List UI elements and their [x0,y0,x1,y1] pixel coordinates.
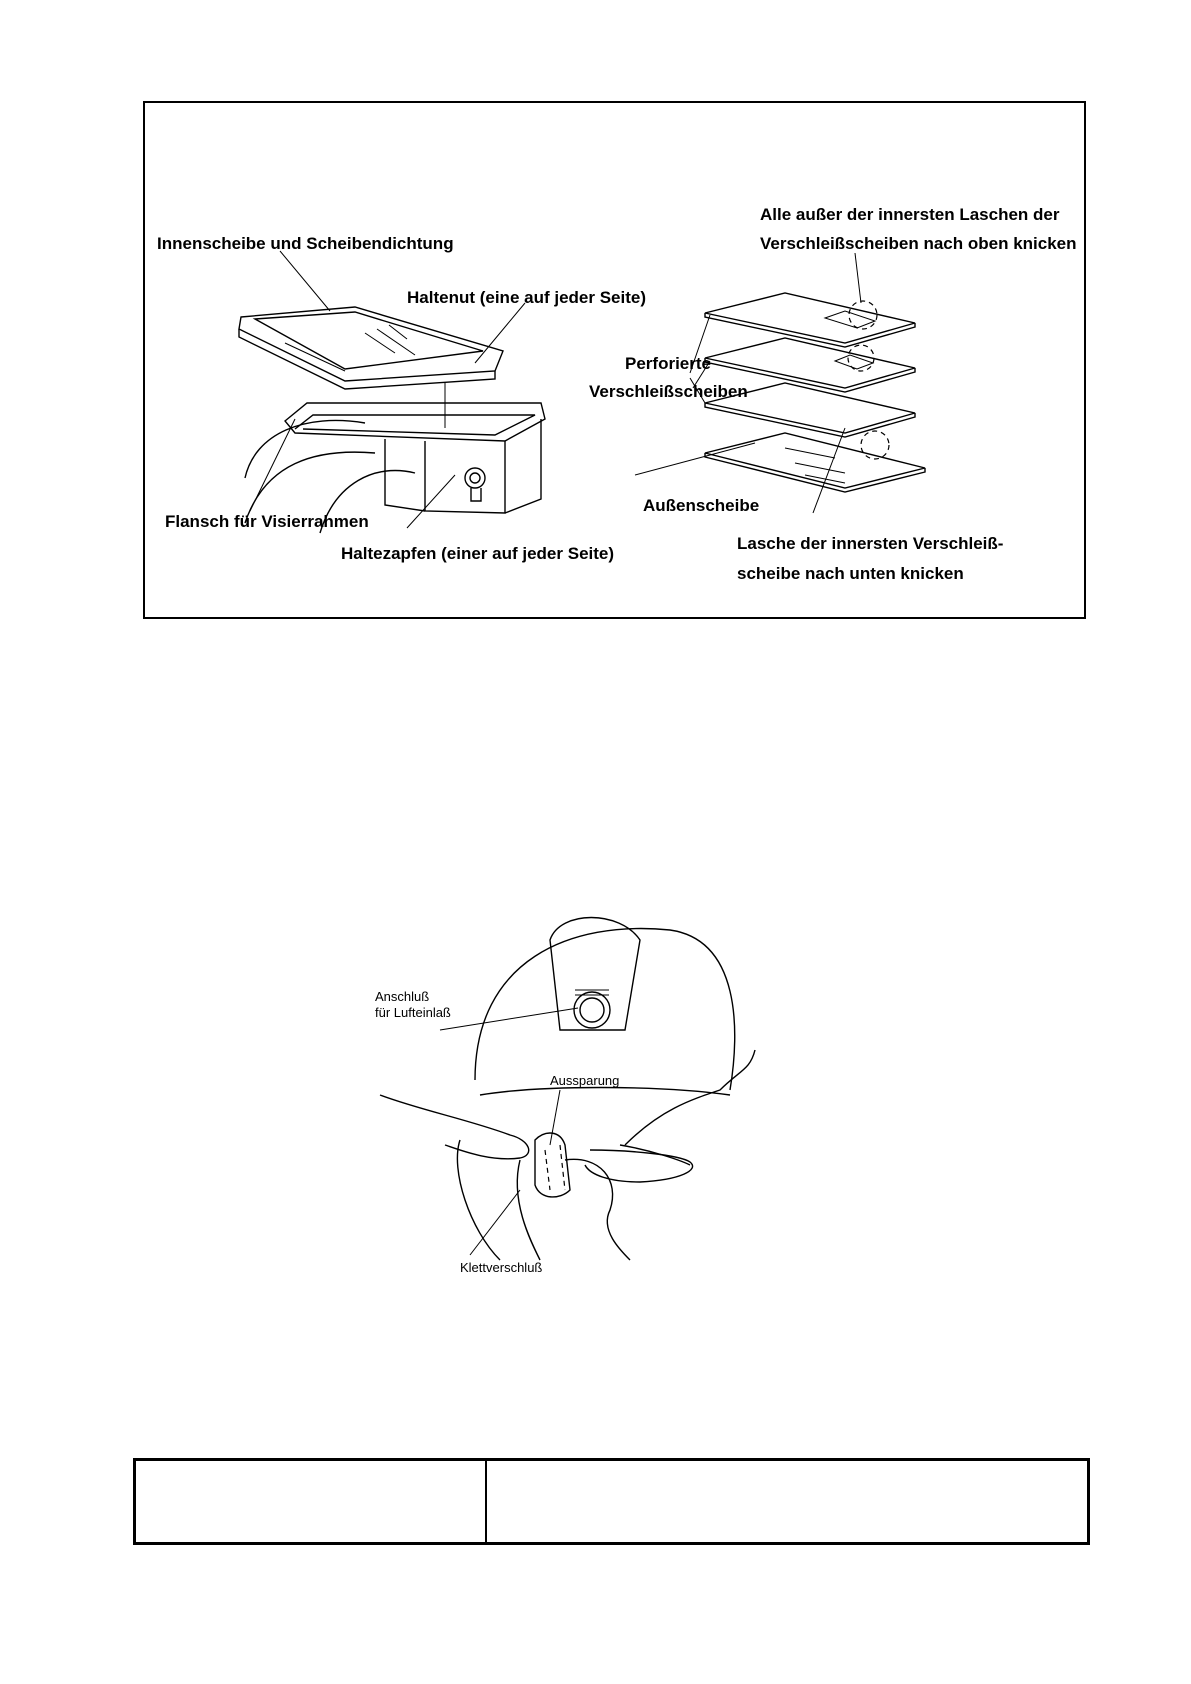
table-cell-left [136,1461,487,1542]
helmet-connection-figure: Anschluß für Lufteinlaß Aussparung Klett… [360,900,800,1280]
label-air-inlet-line2: für Lufteinlaß [375,1005,451,1020]
label-inner-tab-line2: scheibe nach unten knicken [737,564,964,583]
label-outer-lens: Außenscheibe [643,496,759,515]
helmet-connection-drawing: Anschluß für Lufteinlaß Aussparung Klett… [375,916,756,1275]
label-retaining-pin: Haltezapfen (einer auf jeder Seite) [341,544,614,563]
hands-and-garment [379,1049,756,1261]
helmet-shell [474,916,736,1096]
leader-lines-helmet [439,1007,579,1256]
table-cell-right [487,1461,1087,1542]
inner-lens-frame [238,306,504,390]
leader-lines-left [249,250,526,529]
air-inlet-connector [573,989,611,1029]
label-perforated-line2: Verschleißscheiben [589,382,748,401]
label-velcro: Klettverschluß [460,1260,542,1275]
visor-frame-box [284,402,546,514]
label-air-inlet-line1: Anschluß [375,989,429,1004]
wear-lens-stack [704,292,926,493]
bottom-table [133,1458,1090,1545]
label-inner-tab-line1: Lasche der innersten Verschleiß- [737,534,1003,553]
label-perforated-line1: Perforierte [625,354,711,373]
label-inner-lens: Innenscheibe und Scheibendichtung [157,234,454,253]
label-recess: Aussparung [550,1073,619,1088]
label-fold-tabs-line2: Verschleißscheiben nach oben knicken [760,234,1077,253]
leader-lines-right [634,252,862,514]
label-visor-flange: Flansch für Visierrahmen [165,512,369,531]
visor-assembly-figure: Innenscheibe und Scheibendichtung Halten… [143,101,1086,619]
label-retaining-groove: Haltenut (eine auf jeder Seite) [407,288,646,307]
label-fold-tabs-line1: Alle außer der innersten Laschen der [760,205,1060,224]
visor-assembly-drawing: Innenscheibe und Scheibendichtung Halten… [157,205,1077,583]
